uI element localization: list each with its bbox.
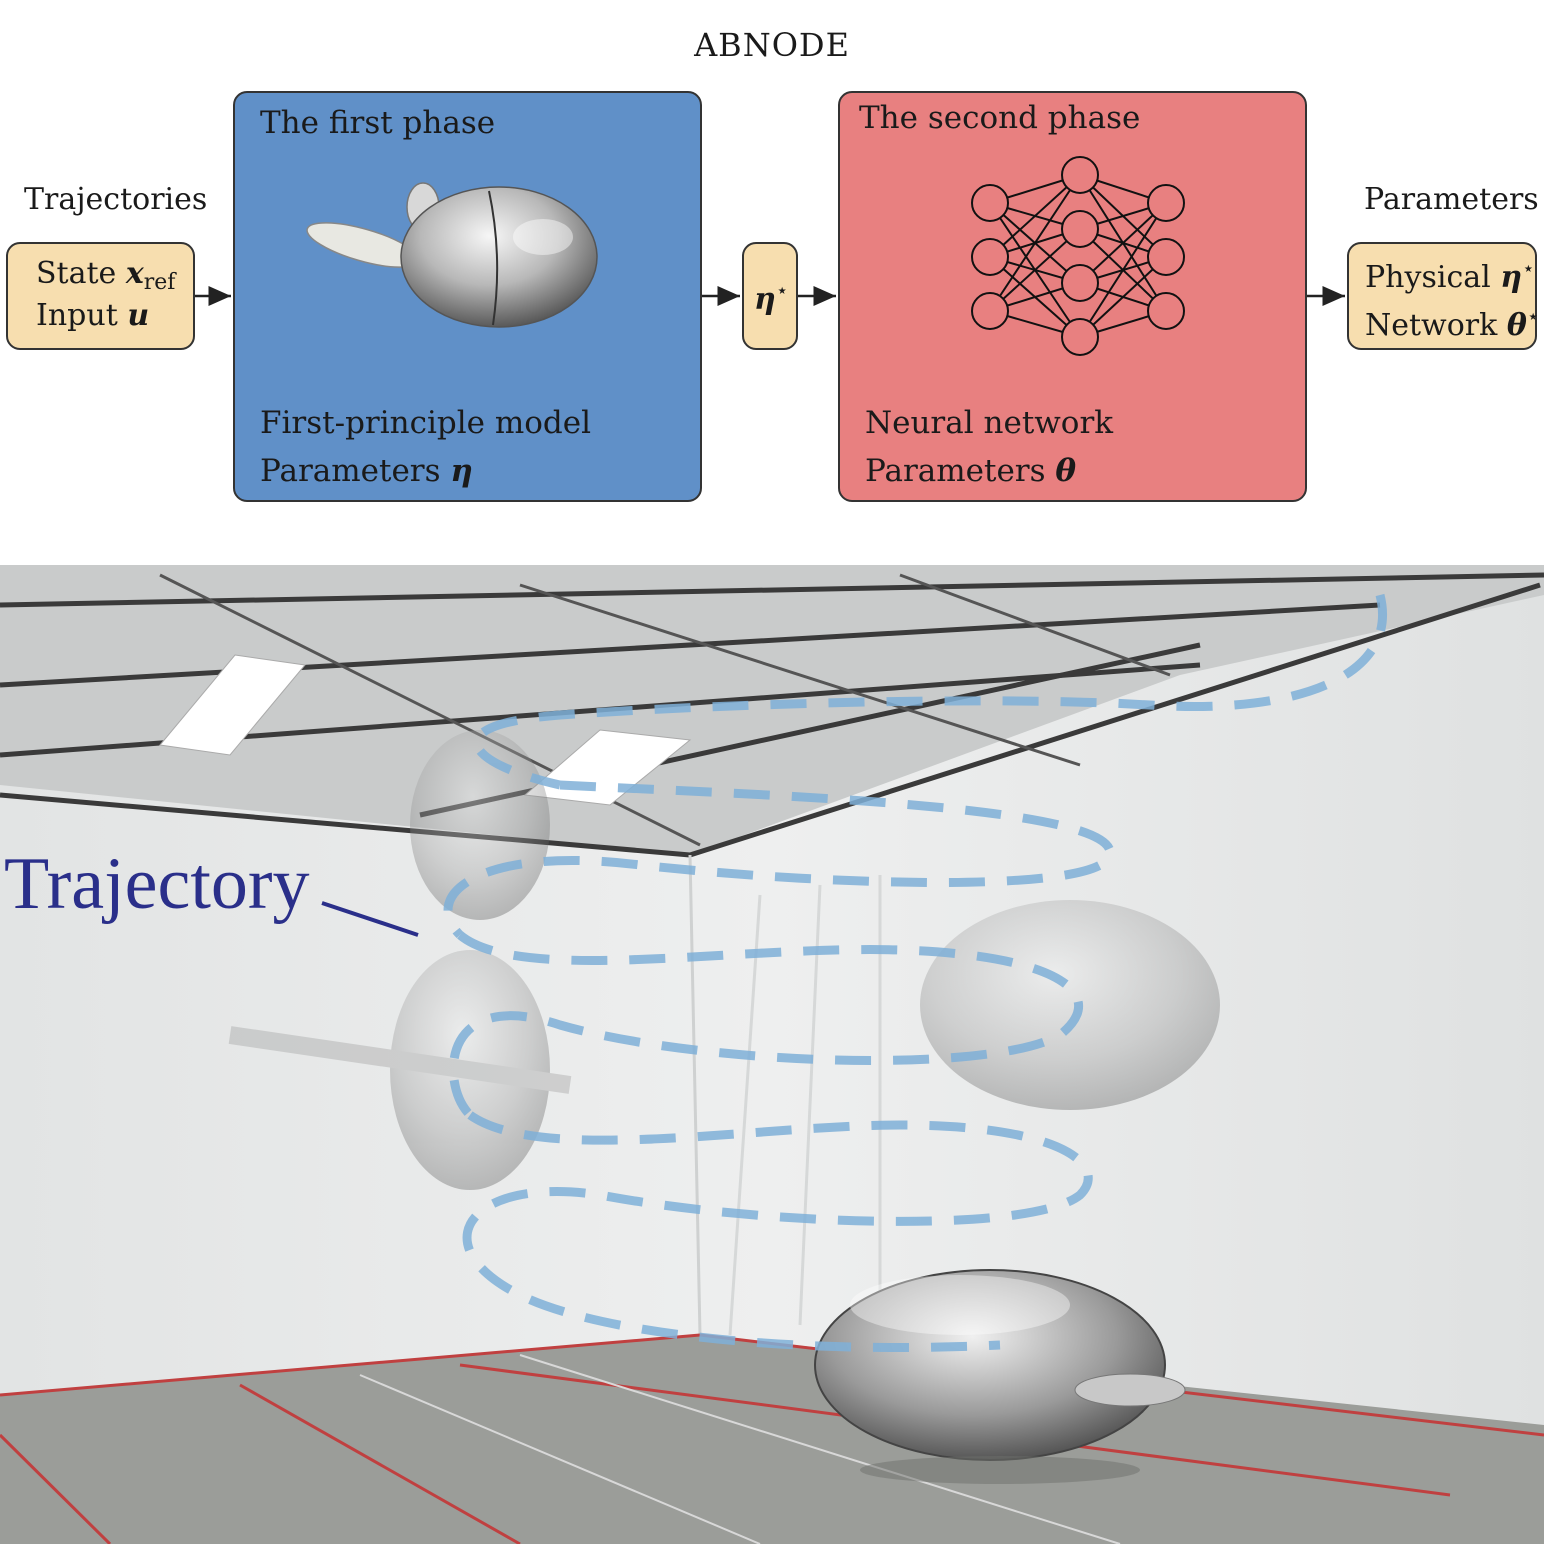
trajectories-label: Trajectories — [24, 182, 208, 217]
physical-line: Physical η⋆ — [1365, 256, 1535, 295]
trajectory-label: Trajectory — [4, 843, 310, 925]
airship-icon — [306, 182, 598, 328]
input-line: Input u — [36, 298, 149, 333]
network-sup: ⋆ — [1526, 304, 1540, 328]
neural-network-text: Neural network — [865, 405, 1114, 441]
theta-symbol: θ — [1055, 453, 1077, 489]
second-phase-box: The second phase Neural network Paramete… — [838, 91, 1307, 502]
input-text: Input — [36, 298, 118, 333]
state-text: State — [36, 256, 117, 291]
eta-symbol: η — [450, 453, 473, 489]
network-text: Network — [1365, 308, 1498, 343]
second-phase-params: Parameters θ — [865, 453, 1076, 489]
output-box: Physical η⋆ Network θ⋆ — [1347, 242, 1539, 350]
eta-star-sup: ⋆ — [775, 278, 789, 302]
trajectory-pointer — [321, 901, 419, 937]
parameters-label: Parameters — [1364, 182, 1539, 217]
physical-sup: ⋆ — [1522, 256, 1535, 280]
first-phase-params-text: Parameters — [260, 453, 441, 489]
first-phase-box: The first phase First-principle model Pa… — [233, 91, 702, 502]
first-principle-text: First-principle model — [260, 405, 592, 441]
input-symbol: u — [127, 298, 150, 333]
eta-star-symbol: η — [754, 282, 776, 317]
first-phase-title: The first phase — [260, 105, 496, 141]
second-phase-params-text: Parameters — [865, 453, 1046, 489]
state-line: State xref — [36, 256, 175, 295]
state-symbol: x — [125, 256, 144, 291]
state-subscript: ref — [143, 270, 176, 295]
second-phase-title: The second phase — [859, 100, 1141, 136]
network-line: Network θ⋆ — [1365, 304, 1539, 343]
lab-scene — [0, 565, 1544, 1544]
first-phase-params: Parameters η — [260, 453, 473, 489]
network-symbol: θ — [1506, 308, 1527, 343]
neural-network-icon — [971, 156, 1185, 356]
trajectory-path — [443, 593, 1387, 1353]
physical-symbol: η — [1500, 260, 1523, 295]
diagram-title: ABNODE — [694, 26, 850, 64]
physical-text: Physical — [1365, 260, 1491, 295]
eta-star-box: η⋆ — [742, 242, 798, 350]
lab-photo: Trajectory — [0, 565, 1544, 1544]
input-box: State xref Input u — [6, 242, 195, 350]
flow-arrows — [195, 286, 1345, 306]
eta-star-label: η⋆ — [754, 278, 788, 317]
